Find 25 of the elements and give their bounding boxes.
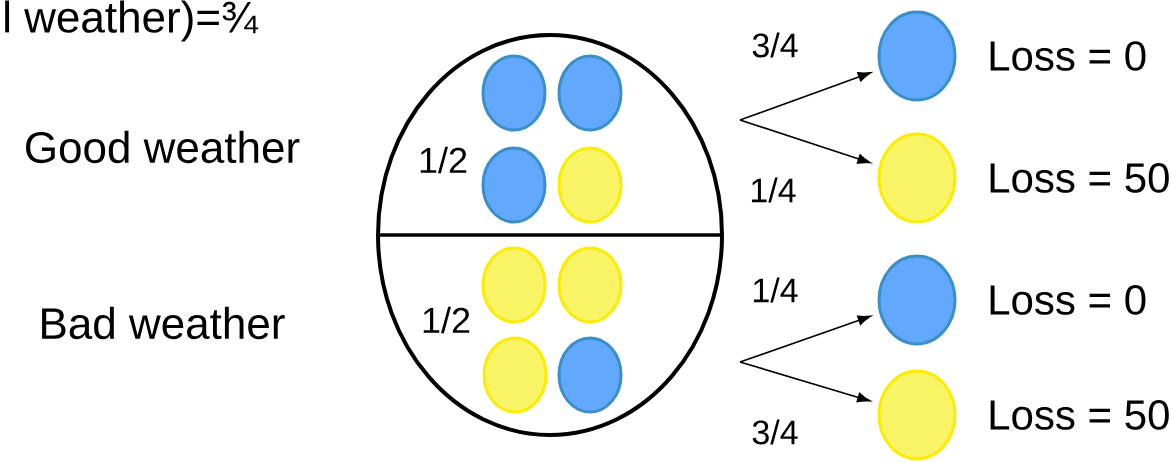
ball bbox=[557, 246, 623, 324]
loss-label: Loss = 50 bbox=[990, 400, 1169, 430]
ball bbox=[481, 54, 547, 132]
edge-label: 1/4 bbox=[748, 176, 798, 204]
ball bbox=[557, 54, 623, 132]
row-label: Bad weather bbox=[42, 306, 285, 340]
ball bbox=[482, 336, 548, 414]
ball bbox=[481, 146, 547, 224]
ball bbox=[481, 246, 547, 324]
ball bbox=[557, 336, 623, 414]
edge-label: 1/4 bbox=[750, 276, 800, 304]
ball bbox=[557, 146, 623, 224]
arrow bbox=[739, 361, 871, 403]
arrow bbox=[739, 315, 871, 363]
edge-label: 3/4 bbox=[750, 31, 800, 59]
probability-label: 1/2 bbox=[423, 306, 470, 334]
loss-label: Loss = 0 bbox=[990, 41, 1146, 71]
arrow bbox=[739, 119, 871, 164]
edge-label: 3/4 bbox=[750, 418, 800, 446]
caption-text: l weather)=¾ bbox=[5, 0, 259, 42]
row-label: Good weather bbox=[26, 130, 300, 164]
probability-label: 1/2 bbox=[420, 146, 467, 174]
loss-label: Loss = 50 bbox=[990, 163, 1169, 193]
arrow bbox=[739, 72, 872, 121]
loss-label: Loss = 0 bbox=[990, 285, 1146, 315]
